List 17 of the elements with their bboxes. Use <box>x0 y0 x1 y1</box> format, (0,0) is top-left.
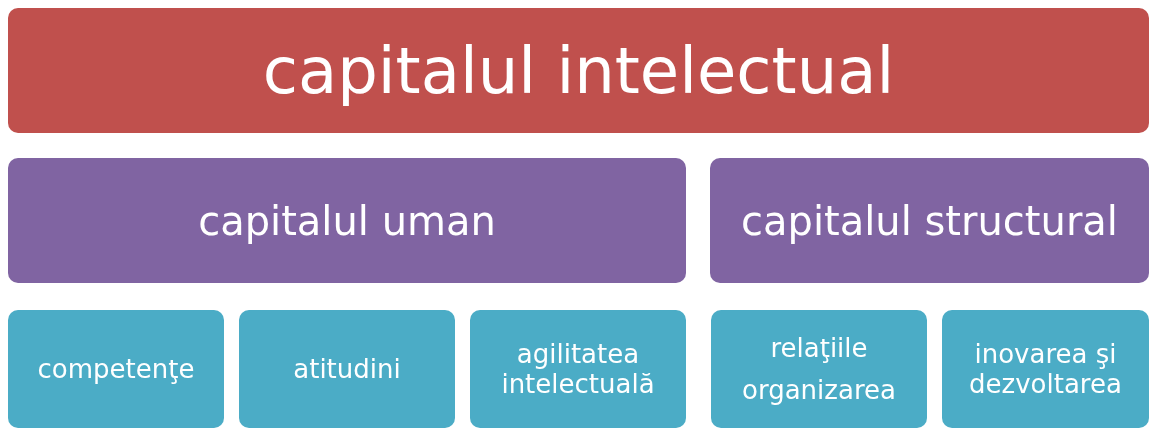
label-text: inovarea şi dezvoltarea <box>968 339 1123 399</box>
item-box <box>470 310 686 428</box>
label-text: capitalul uman <box>198 197 496 244</box>
label-text: atitudini <box>293 354 401 384</box>
item-box <box>942 310 1149 428</box>
category-box <box>710 158 1149 283</box>
label-text: agilitatea intelectuală <box>500 339 656 399</box>
category-box <box>8 158 686 283</box>
label-text: relaţiile <box>770 333 868 363</box>
label-text: organizarea <box>742 375 896 405</box>
label-text: capitalul structural <box>741 197 1118 244</box>
title-text: capitalul intelectual <box>262 33 895 108</box>
label-text: competenţe <box>37 354 195 384</box>
title-banner <box>8 8 1149 133</box>
item-box <box>711 310 927 428</box>
item-box <box>8 310 224 428</box>
item-box <box>239 310 455 428</box>
